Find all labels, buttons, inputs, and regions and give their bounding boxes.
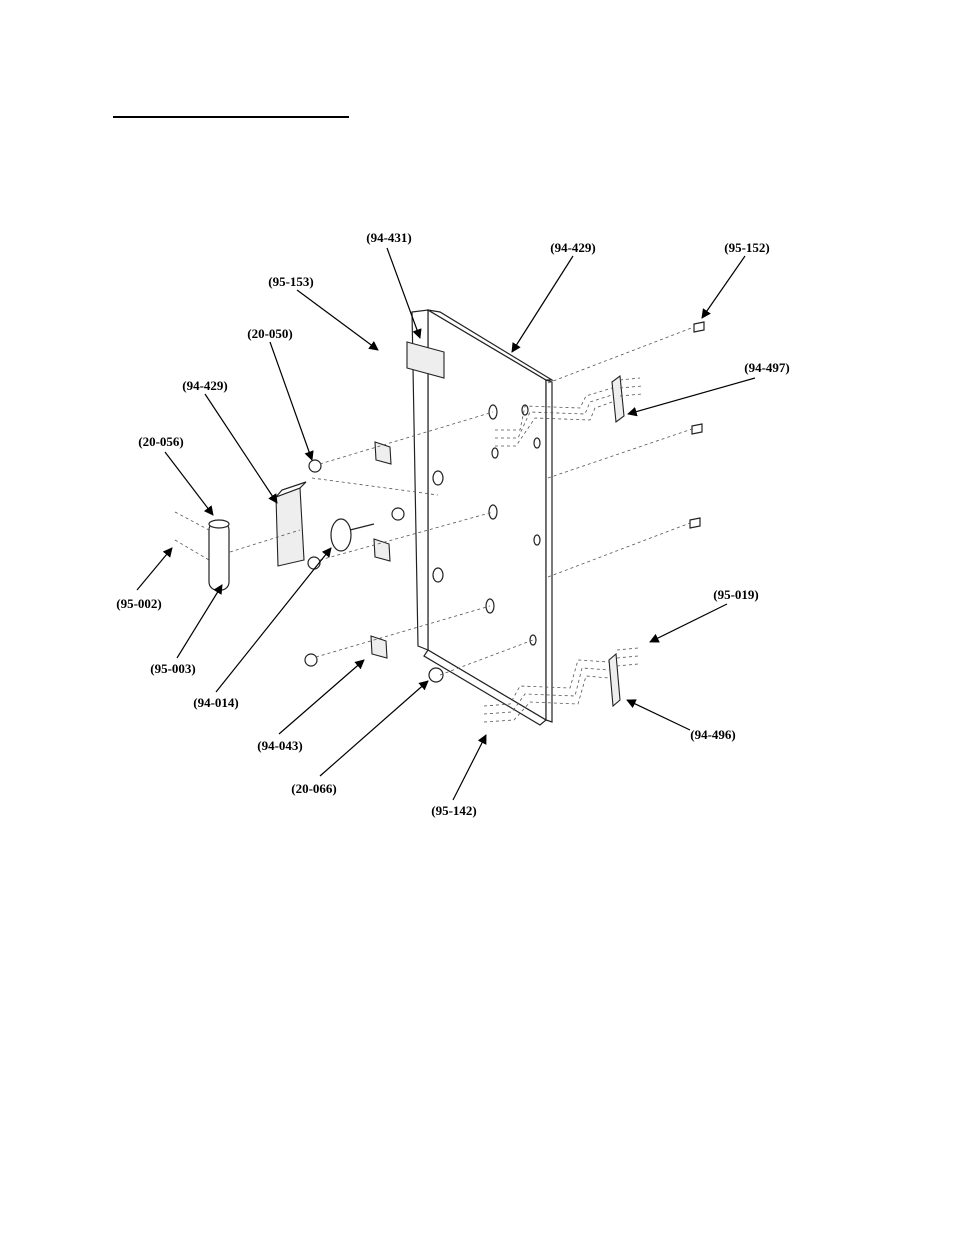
bushing-lower-part	[308, 557, 320, 569]
bolt-middle-part	[692, 424, 702, 434]
ring-gasket-part	[331, 519, 351, 551]
callout-94-429-left: (94-429)	[182, 378, 228, 393]
callout-95-142: (95-142)	[431, 803, 477, 818]
callout-95-002: (95-002)	[116, 596, 162, 611]
callout-95-153: (95-153)	[268, 274, 314, 289]
callout-20-066: (20-066)	[291, 781, 337, 796]
callout-20-056: (20-056)	[138, 434, 184, 449]
bolt-lower-part	[690, 518, 700, 528]
lower-right-bracket-part	[609, 654, 620, 706]
callout-20-050: (20-050)	[247, 326, 293, 341]
callout-94-496: (94-496)	[690, 727, 736, 742]
pad-upper-part	[375, 442, 391, 464]
side-plate-part	[276, 488, 304, 566]
callout-94-429-top: (94-429)	[550, 240, 596, 255]
bushing-bottom-part	[305, 654, 317, 666]
callout-94-497: (94-497)	[744, 360, 790, 375]
pad-lower-part	[371, 636, 387, 658]
upper-right-bracket-part	[612, 376, 624, 422]
grommet-middle-part	[392, 508, 404, 520]
callout-95-019: (95-019)	[713, 587, 759, 602]
callout-94-431: (94-431)	[366, 230, 412, 245]
callout-95-152: (95-152)	[724, 240, 770, 255]
pad-middle-part	[374, 539, 390, 561]
bushing-upper-part	[309, 460, 321, 472]
post-tube-part	[209, 522, 229, 590]
bolt-upper-part	[694, 322, 704, 332]
callout-94-014: (94-014)	[193, 695, 239, 710]
callout-95-003: (95-003)	[150, 661, 196, 676]
callout-94-043: (94-043)	[257, 738, 303, 753]
